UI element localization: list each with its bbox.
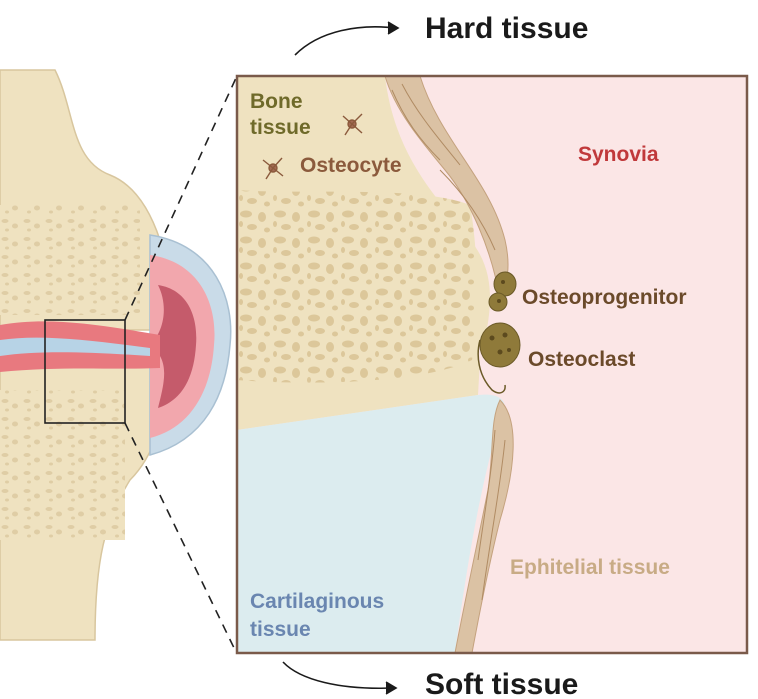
upper-bone-pores xyxy=(0,205,140,315)
epithelial-tissue-label: Ephitelial tissue xyxy=(510,556,670,579)
lower-bone-pores xyxy=(0,390,125,540)
hard-tissue-label: Hard tissue xyxy=(425,12,588,45)
bone-tissue-label-line1: Bone xyxy=(250,90,303,113)
synovia-label: Synovia xyxy=(578,143,659,166)
soft-tissue-label: Soft tissue xyxy=(425,668,578,699)
osteocyte-label: Osteocyte xyxy=(300,154,402,177)
hard-tissue-arrow xyxy=(295,22,398,55)
trabecular-bone xyxy=(237,190,477,383)
cartilaginous-tissue-label-line1: Cartilaginous xyxy=(250,590,384,613)
soft-tissue-arrow xyxy=(283,662,396,694)
osteoprogenitor-label: Osteoprogenitor xyxy=(522,286,687,309)
zoom-connector-bottom xyxy=(125,423,236,652)
joint-overview xyxy=(0,70,236,652)
bone-tissue-label-line2: tissue xyxy=(250,116,311,139)
osteoclast-label: Osteoclast xyxy=(528,348,635,371)
cartilaginous-tissue-label-line2: tissue xyxy=(250,618,311,641)
osteoclast-cell xyxy=(480,323,520,367)
